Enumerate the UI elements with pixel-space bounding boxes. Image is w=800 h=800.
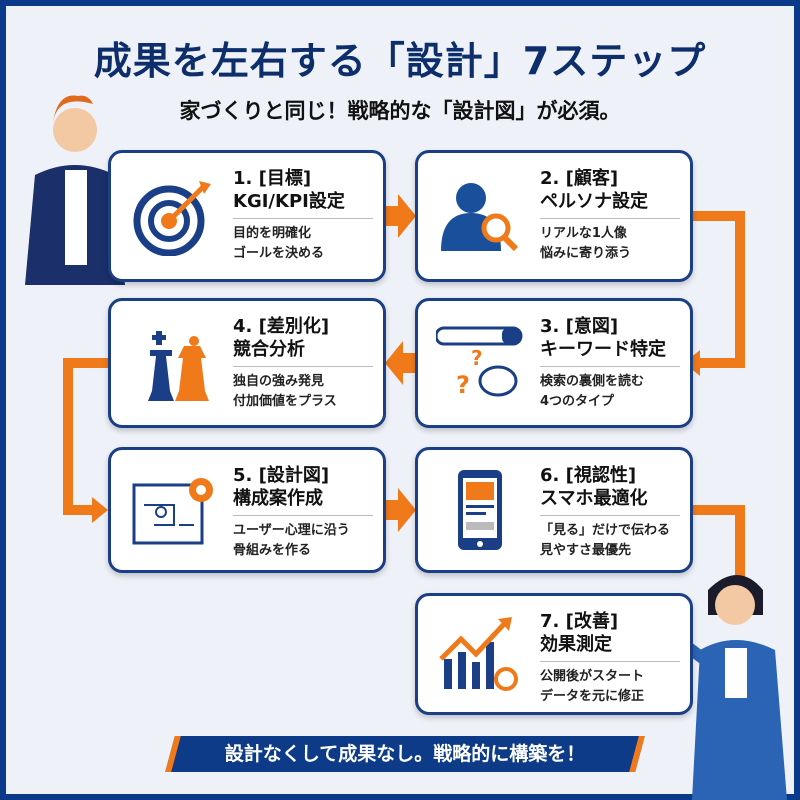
page-subtitle: 家づくりと同じ！戦略的な「設計図」が必須。 xyxy=(179,99,621,123)
step-5-title: 構成案作成 xyxy=(233,488,323,509)
target-icon xyxy=(133,181,211,256)
chess-icon xyxy=(144,331,209,401)
step-1-title: KGI/KPI設定 xyxy=(233,191,345,212)
step-1-desc-1: 目的を明確化 xyxy=(233,226,312,241)
presenter-man-illustration xyxy=(25,95,165,285)
page-title: 成果を左右する「設計」7ステップ xyxy=(93,39,707,83)
step-4-title: 競合分析 xyxy=(233,339,305,360)
step-4-label: 4. [差別化] xyxy=(233,316,330,337)
step-card-2: 2. [顧客]ペルソナ設定リアルな1人像悩みに寄り添う xyxy=(415,150,693,282)
step-5-label: 5. [設計図] xyxy=(233,465,330,486)
svg-text:?: ? xyxy=(456,371,470,399)
step-2-desc-2: 悩みに寄り添う xyxy=(540,246,632,261)
step-card-6: 6. [視認性]スマホ最適化「見る」だけで伝わる見やすさ最優先 xyxy=(415,447,693,573)
step-4-desc-1: 独自の強み発見 xyxy=(233,374,325,389)
step-6-desc-1: 「見る」だけで伝わる xyxy=(540,523,671,538)
step-5-desc-2: 骨組みを作る xyxy=(233,543,312,558)
step-1-desc-2: ゴールを決める xyxy=(233,246,325,261)
step-6-desc-2: 見やすさ最優先 xyxy=(540,543,632,558)
persona-search-icon xyxy=(441,183,519,252)
step-card-3: ?? 3. [意図]キーワード特定検索の裏側を読む 4つのタイプ xyxy=(415,298,693,428)
connector-6-7 xyxy=(692,505,745,590)
connector-2-3 xyxy=(692,211,745,368)
smartphone-icon xyxy=(458,470,502,550)
step-2-title: ペルソナ設定 xyxy=(540,191,648,212)
banner-text: 設計なくして成果なし。戦略的に構築を！ xyxy=(224,743,586,765)
step-3-title: キーワード特定 xyxy=(540,339,666,360)
step-7-desc-1: 公開後がスタート xyxy=(540,669,645,684)
growth-chart-icon xyxy=(439,617,518,691)
step-2-desc-1: リアルな1人像 xyxy=(540,226,627,241)
connector-4-5 xyxy=(63,358,108,515)
arrowhead-5 xyxy=(92,497,108,523)
conclusion-banner: 設計なくして成果なし。戦略的に構築を！ xyxy=(165,736,645,772)
step-2-label: 2. [顧客] xyxy=(540,168,619,189)
arrow-5-6 xyxy=(386,488,416,532)
arrow-3-4 xyxy=(385,341,415,385)
step-3-desc-1: 検索の裏側を読む xyxy=(540,374,645,389)
search-brain-icon: ?? xyxy=(436,326,523,399)
step-card-4: 4. [差別化]競合分析独自の強み発見付加価値をプラス xyxy=(108,298,386,428)
step-4-desc-2: 付加価値をプラス xyxy=(233,394,337,409)
step-3-label: 3. [意図] xyxy=(540,316,619,337)
blueprint-icon xyxy=(132,478,213,545)
step-7-title: 効果測定 xyxy=(540,634,612,655)
arrow-1-2 xyxy=(386,194,416,238)
step-card-1: 1. [目標]KGI/KPI設定目的を明確化ゴールを決める xyxy=(108,150,386,282)
step-7-desc-2: データを元に修正 xyxy=(540,689,645,704)
step-5-desc-1: ユーザー心理に沿う xyxy=(233,523,350,538)
step-6-title: スマホ最適化 xyxy=(540,488,648,509)
step-card-7: 7. [改善]効果測定公開後がスタートデータを元に修正 xyxy=(415,593,693,715)
step-7-label: 7. [改善] xyxy=(540,611,619,632)
step-3-desc-2: 4つのタイプ xyxy=(540,394,615,409)
step-1-label: 1. [目標] xyxy=(233,168,312,189)
svg-text:?: ? xyxy=(471,346,483,370)
step-6-label: 6. [視認性] xyxy=(540,465,637,486)
step-card-5: 5. [設計図]構成案作成ユーザー心理に沿う骨組みを作る xyxy=(108,447,386,573)
